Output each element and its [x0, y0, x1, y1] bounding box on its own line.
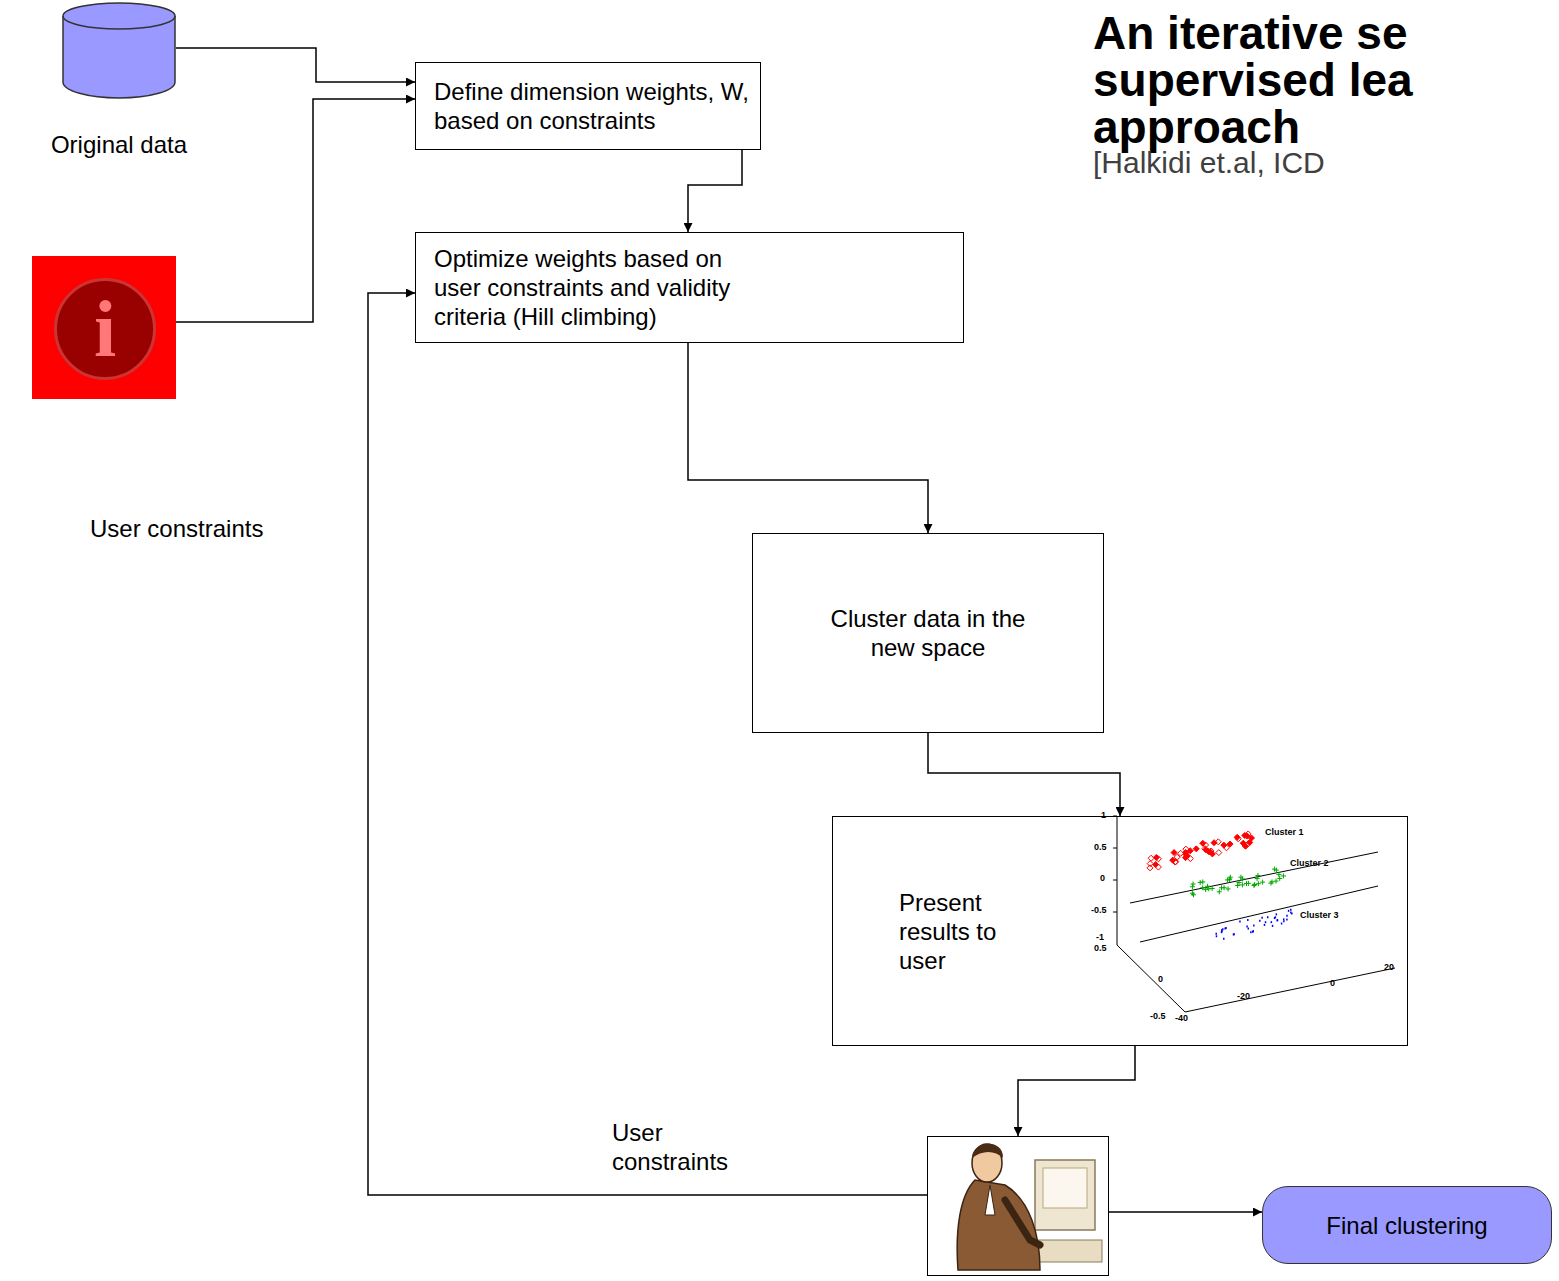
chart-label: -0.5	[1150, 1011, 1166, 1021]
chart-label: 0.5	[1094, 842, 1107, 852]
text-wrap: Present results to user	[899, 888, 1049, 975]
connector	[176, 99, 415, 322]
connector	[368, 293, 927, 1195]
user-box	[927, 1136, 1109, 1276]
node-label: Define dimension weights, W, based on co…	[434, 77, 760, 135]
chart-label: Cluster 2	[1290, 858, 1329, 868]
title: An iterative se supervised lea approach	[1093, 10, 1553, 151]
chart-label: Cluster 1	[1265, 827, 1304, 837]
connector	[688, 150, 742, 232]
info-glyph: i	[94, 289, 116, 369]
chart-label: -0.5	[1091, 905, 1107, 915]
note-label: [Halkidi et.al, ICD	[1093, 145, 1325, 180]
connector	[688, 343, 928, 533]
chart-label: 1	[1101, 810, 1106, 820]
connector	[1109, 1211, 1262, 1213]
connector	[928, 733, 1120, 816]
text-wrap: Define dimension weights, W, based on co…	[434, 77, 760, 135]
process-box: Define dimension weights, W, based on co…	[415, 62, 761, 150]
node-label: Final clustering	[1277, 1211, 1537, 1240]
note-label: User constraints	[90, 515, 263, 543]
database-cylinder: Original data	[62, 2, 176, 100]
node-label: Cluster data in the new space	[808, 604, 1048, 662]
chart-label: -20	[1237, 991, 1250, 1001]
chart-label: -1	[1096, 932, 1104, 942]
chart-label: 20	[1384, 962, 1394, 972]
text-wrap: Final clustering	[1277, 1211, 1537, 1240]
connector	[1018, 1046, 1135, 1136]
chart-label: 0	[1330, 978, 1335, 988]
result-box: Present results to user	[832, 816, 1408, 1046]
node-label: Original data	[0, 130, 246, 159]
chart-label: Cluster 3	[1300, 910, 1339, 920]
node-label: Optimize weights based on user constrain…	[434, 244, 774, 331]
process-box: Optimize weights based on user constrain…	[415, 232, 964, 343]
node-label: Present results to user	[899, 888, 1049, 975]
text-wrap: Optimize weights based on user constrain…	[434, 244, 774, 331]
chart-label: 0.5	[1094, 943, 1107, 953]
chart-label: 0	[1100, 873, 1105, 883]
edge-label: User constraints	[612, 1118, 762, 1176]
chart-label: 0	[1158, 974, 1163, 984]
terminal-pill: Final clustering	[1262, 1186, 1552, 1264]
process-box: Cluster data in the new space	[752, 533, 1104, 733]
cylinder-outline	[62, 2, 176, 100]
info-circle: i	[54, 278, 156, 380]
info-icon: i	[32, 256, 176, 399]
user-clipart	[957, 1144, 1102, 1270]
chart-label: -40	[1175, 1013, 1188, 1023]
connector	[176, 48, 415, 82]
cluster-chart	[1113, 816, 1395, 1012]
text-wrap: Cluster data in the new space	[808, 604, 1048, 662]
